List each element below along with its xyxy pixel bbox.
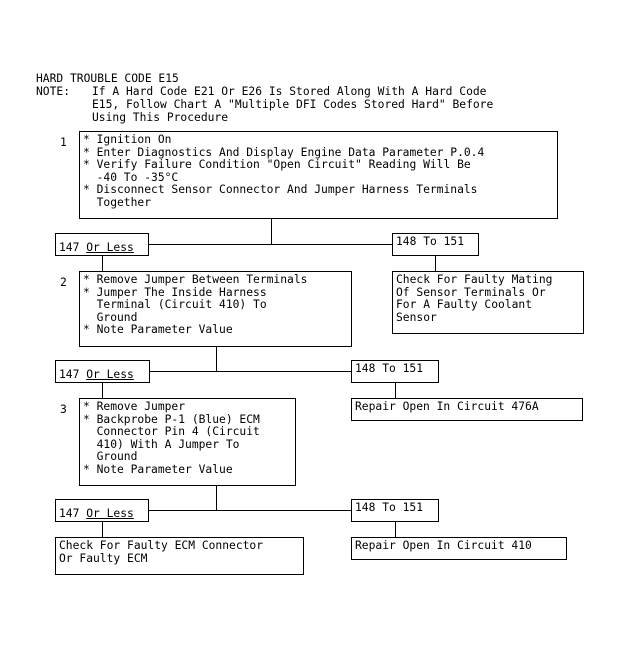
outcome-line: Of Sensor Terminals Or (396, 285, 546, 299)
branch-low-suffix: Or Less (86, 368, 134, 381)
step-2-box: * Remove Jumper Between Terminals * Jump… (79, 271, 352, 347)
branch-1-high: 148 To 151 (392, 233, 479, 256)
branch-low-suffix: Or Less (86, 507, 134, 520)
outcome-line: Check For Faulty Mating (396, 273, 553, 286)
step-3-line: * Remove Jumper (83, 400, 186, 413)
branch-low-prefix: 147 (59, 241, 87, 254)
step-1-line: -40 To -35°C (83, 170, 179, 184)
step-1-box: * Ignition On * Enter Diagnostics And Di… (79, 131, 558, 219)
step-3-line: Connector Pin 4 (Circuit (83, 425, 260, 439)
note-line-1: If A Hard Code E21 Or E26 Is Stored Alon… (92, 85, 487, 98)
step-3-line: * Backprobe P-1 (Blue) ECM (83, 412, 260, 426)
branch-low-prefix: 147 (59, 507, 87, 520)
note-label: NOTE: (36, 85, 71, 98)
outcome-line: Sensor (396, 310, 437, 324)
outcome-repair-476a: Repair Open In Circuit 476A (351, 398, 583, 421)
step-2-line: Ground (83, 310, 138, 324)
step-1-line: * Enter Diagnostics And Display Engine D… (83, 145, 485, 159)
step-1-line: Together (83, 195, 152, 209)
branch-3-high: 148 To 151 (351, 499, 439, 522)
step-3-line: * Note Parameter Value (83, 462, 233, 476)
branch-low-suffix: Or Less (86, 241, 134, 254)
branch-1-low: 147 Or Less (55, 233, 149, 256)
branch-2-high: 148 To 151 (351, 360, 439, 383)
outcome-line: Check For Faulty ECM Connector (59, 539, 264, 552)
chart-title: HARD TROUBLE CODE E15 (36, 72, 179, 85)
step-2-line: Terminal (Circuit 410) To (83, 298, 267, 312)
step-3-box: * Remove Jumper * Backprobe P-1 (Blue) E… (79, 398, 296, 486)
note-line-2: E15, Follow Chart A "Multiple DFI Codes … (92, 98, 494, 111)
step-number-3: 3 (60, 403, 67, 416)
outcome-check-mating: Check For Faulty Mating Of Sensor Termin… (392, 271, 584, 334)
outcome-line: For A Faulty Coolant (396, 298, 533, 312)
step-3-line: Ground (83, 450, 138, 464)
outcome-line: Repair Open In Circuit 476A (355, 400, 539, 413)
step-2-line: * Note Parameter Value (83, 323, 233, 337)
outcome-line: Or Faulty ECM (59, 551, 148, 565)
branch-high-label: 148 To 151 (396, 235, 465, 248)
step-number-1: 1 (60, 136, 67, 149)
outcome-repair-410: Repair Open In Circuit 410 (351, 537, 567, 560)
note-line-3: Using This Procedure (92, 111, 229, 124)
outcome-line: Repair Open In Circuit 410 (355, 539, 532, 552)
step-1-line: * Verify Failure Condition "Open Circuit… (83, 158, 471, 172)
branch-high-label: 148 To 151 (355, 501, 424, 514)
step-1-line: * Disconnect Sensor Connector And Jumper… (83, 183, 478, 197)
step-2-line: * Jumper The Inside Harness (83, 285, 267, 299)
branch-3-low: 147 Or Less (55, 499, 149, 522)
step-1-line: * Ignition On (83, 133, 172, 146)
step-3-line: 410) With A Jumper To (83, 437, 240, 451)
outcome-check-ecm: Check For Faulty ECM Connector Or Faulty… (55, 537, 304, 575)
step-2-line: * Remove Jumper Between Terminals (83, 273, 308, 286)
step-number-2: 2 (60, 276, 67, 289)
branch-2-low: 147 Or Less (55, 360, 150, 383)
branch-high-label: 148 To 151 (355, 362, 424, 375)
branch-low-prefix: 147 (59, 368, 87, 381)
